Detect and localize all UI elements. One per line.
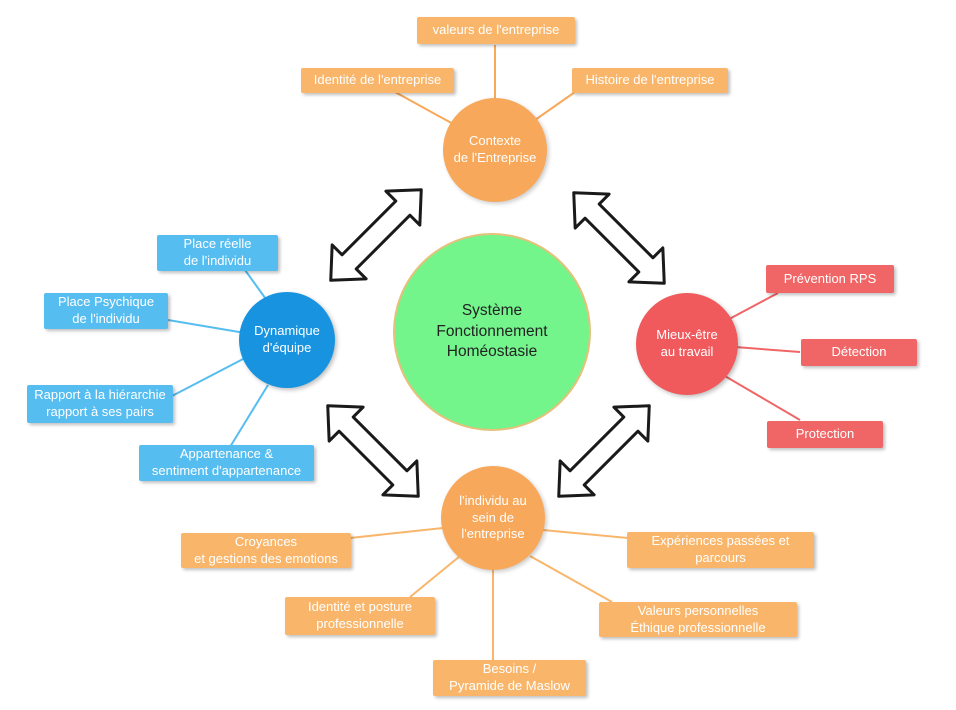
leaf-protection[interactable]: Protection	[767, 421, 883, 448]
leaf-experiences[interactable]: Expériences passées et parcours	[627, 532, 814, 568]
leaf-label: Expériences passées et	[651, 533, 790, 549]
leaf-label: rapport à ses pairs	[46, 404, 154, 419]
leaf-detection[interactable]: Détection	[801, 339, 917, 366]
hub-label: l'entreprise	[461, 526, 525, 542]
edge-dynamique-rapport	[171, 357, 246, 397]
leaf-label: Besoins /	[482, 661, 537, 677]
hub-label: Mieux-être	[656, 327, 718, 343]
leaf-place-psychique[interactable]: Place Psychique de l'individu	[44, 293, 168, 329]
edge-individu-valeurs	[529, 555, 613, 603]
hub-label: sein de	[472, 509, 514, 525]
leaf-valeurs-entreprise[interactable]: valeurs de l'entreprise	[417, 17, 575, 44]
leaf-label: Histoire de l'entreprise	[585, 72, 715, 88]
leaf-croyances[interactable]: Croyances et gestions des emotions	[181, 533, 351, 568]
leaf-valeurs-personnelles[interactable]: Valeurs personnelles Éthique professionn…	[599, 602, 797, 637]
leaf-label: Croyances	[234, 533, 298, 549]
leaf-histoire-entreprise[interactable]: Histoire de l'entreprise	[572, 68, 728, 93]
double-arrow-icon	[557, 404, 651, 498]
center-line: Homéostasie	[446, 343, 538, 361]
edge-individu-experiences	[542, 529, 629, 539]
center-node[interactable]: Système Fonctionnement Homéostasie	[393, 233, 591, 431]
leaf-label: Prévention RPS	[783, 270, 877, 286]
leaf-identite-posture[interactable]: Identité et posture professionnelle	[285, 597, 435, 635]
hub-individu[interactable]: l'individu au sein de l'entreprise	[441, 466, 545, 570]
leaf-label: parcours	[695, 550, 746, 565]
leaf-rapport-hierarchie[interactable]: Rapport à la hiérarchie rapport à ses pa…	[27, 385, 173, 423]
edge-dynamique-place-psychique	[167, 319, 246, 334]
hub-label: Contexte	[468, 133, 522, 149]
leaf-label: professionnelle	[316, 616, 404, 631]
hub-label: d'équipe	[262, 340, 312, 355]
edge-mieux-detection	[734, 346, 801, 353]
leaf-label: Place réelle	[183, 236, 252, 252]
leaf-label: Appartenance &	[179, 446, 274, 462]
edge-contexte-histoire	[534, 91, 576, 121]
leaf-label: Détection	[831, 344, 887, 360]
leaf-label: et gestions des emotions	[194, 550, 338, 566]
leaf-label: Identité de l'entreprise	[313, 72, 442, 88]
leaf-prevention-rps[interactable]: Prévention RPS	[766, 265, 894, 293]
leaf-label: Identité et posture	[307, 599, 413, 615]
leaf-identite-entreprise[interactable]: Identité de l'entreprise	[301, 68, 454, 93]
edge-individu-identite	[409, 555, 461, 598]
leaf-place-reelle[interactable]: Place réelle de l'individu	[157, 235, 278, 271]
edge-individu-croyances	[349, 527, 444, 539]
edge-mieux-protection	[717, 371, 801, 421]
edge-contexte-identite	[394, 91, 456, 126]
double-arrow-icon	[572, 191, 666, 285]
leaf-label: sentiment d'appartenance	[151, 463, 302, 478]
leaf-label: Éthique professionnelle	[630, 619, 766, 635]
leaf-besoins-maslow[interactable]: Besoins / Pyramide de Maslow	[433, 660, 586, 696]
leaf-label: Protection	[795, 426, 855, 442]
hub-contexte[interactable]: Contexte de l'Entreprise	[443, 98, 547, 202]
hub-label: de l'Entreprise	[453, 150, 537, 165]
hub-label: l'individu au	[459, 492, 527, 508]
hub-dynamique[interactable]: Dynamique d'équipe	[239, 292, 335, 388]
hub-mieux-etre[interactable]: Mieux-être au travail	[636, 293, 738, 395]
double-arrow-icon	[326, 404, 420, 498]
leaf-label: de l'individu	[72, 311, 140, 326]
center-line: Système	[461, 301, 523, 319]
hub-label: au travail	[660, 344, 714, 359]
leaf-label: Pyramide de Maslow	[449, 678, 570, 693]
double-arrow-icon	[329, 188, 423, 282]
hub-label: Dynamique	[254, 323, 320, 339]
center-line: Fonctionnement	[436, 322, 548, 340]
leaf-label: de l'individu	[183, 253, 252, 268]
leaf-label: Valeurs personnelles	[637, 602, 759, 618]
leaf-label: Place Psychique	[57, 294, 155, 310]
leaf-appartenance[interactable]: Appartenance & sentiment d'appartenance	[139, 445, 314, 481]
leaf-label: valeurs de l'entreprise	[432, 22, 560, 38]
edge-dynamique-appartenance	[229, 384, 269, 448]
leaf-label: Rapport à la hiérarchie	[34, 387, 166, 403]
